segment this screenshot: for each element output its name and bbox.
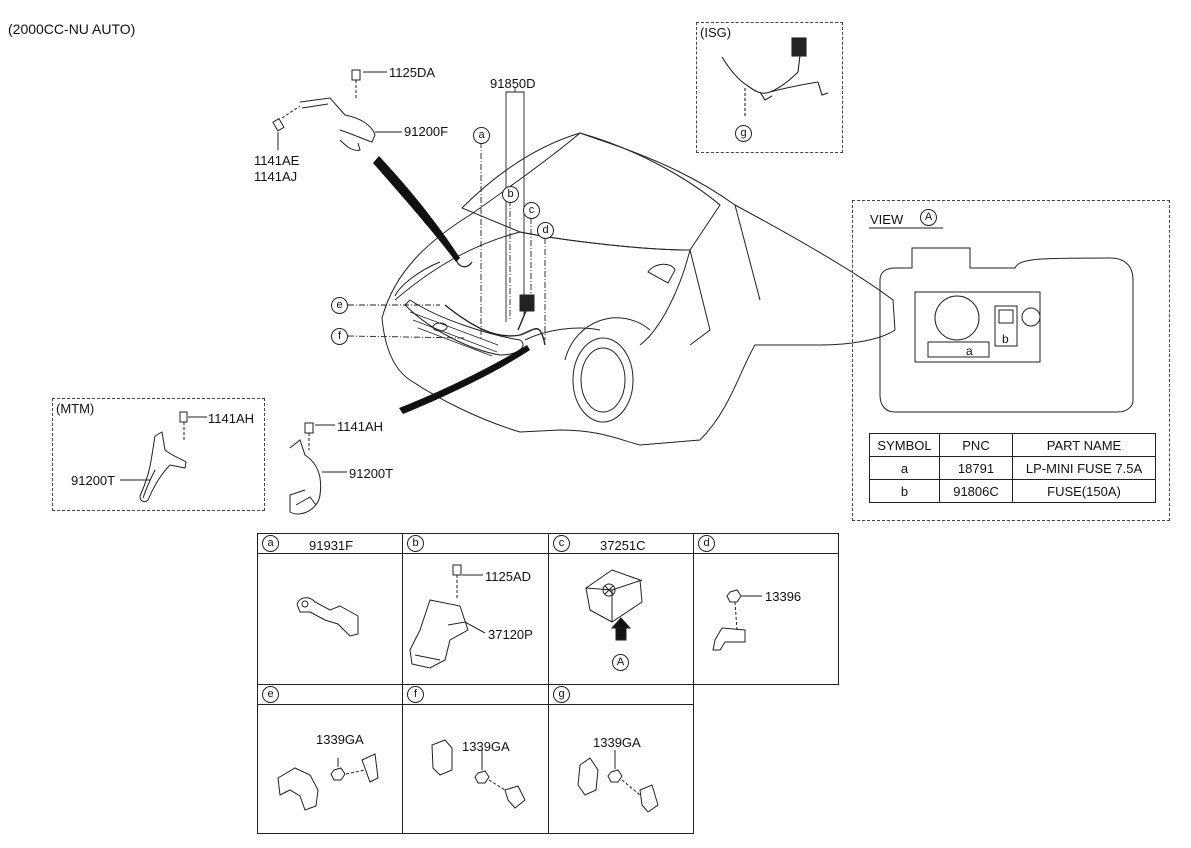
table-cell: 18791 — [939, 456, 1013, 480]
cell-b-callout-37120p: 37120P — [488, 627, 533, 642]
part-e-clip — [277, 767, 319, 811]
cell-c-title: 37251C — [600, 538, 646, 553]
cell-a-title: 91931F — [309, 538, 354, 553]
callout-91200f: 91200F — [404, 124, 449, 139]
fuse-a-circle — [934, 295, 980, 341]
detail-cell-g — [548, 684, 694, 834]
part-f-clip — [431, 739, 453, 776]
fuse-a-slot — [927, 341, 990, 358]
cell-f-callout-1339ga: 1339GA — [462, 739, 510, 754]
part-37120p-bracket — [409, 599, 469, 669]
table-row: b 91806C FUSE(150A) — [869, 479, 1156, 503]
table-header-row: SYMBOL PNC PART NAME — [869, 433, 1156, 457]
mtm-callout-91200t: 91200T — [71, 473, 116, 488]
callout-1141ah: 1141AH — [337, 419, 384, 434]
cell-e-letter: e — [262, 686, 279, 703]
pointer-band-bottom — [399, 345, 530, 414]
callout-91850d: 91850D — [490, 76, 536, 91]
letter-e-marker: e — [331, 297, 348, 314]
part-91931f — [296, 597, 359, 637]
table-cell: LP-MINI FUSE 7.5A — [1012, 456, 1156, 480]
fuse-panel — [914, 291, 1041, 363]
cell-e-callout-1339ga: 1339GA — [316, 732, 364, 747]
cell-g-callout-1339ga: 1339GA — [593, 735, 641, 750]
table-header: SYMBOL — [869, 433, 940, 457]
table-cell: FUSE(150A) — [1012, 479, 1156, 503]
table-row: a 18791 LP-MINI FUSE 7.5A — [869, 456, 1156, 480]
callout-1125da: 1125DA — [389, 65, 436, 80]
cell-f-letter: f — [407, 686, 424, 703]
car-grille — [404, 299, 524, 356]
cable-91200t-main — [289, 439, 322, 515]
cell-c-marker-a: A — [612, 654, 629, 671]
part-13396-bracket — [712, 627, 746, 651]
car-body-outline — [381, 132, 896, 446]
isg-letter-g: g — [735, 125, 752, 142]
mtm-title: (MTM) — [56, 401, 95, 416]
main-harness — [444, 304, 546, 346]
callout-1141aj: 1141AJ — [254, 169, 298, 184]
cable-91200f — [299, 97, 376, 143]
isg-title: (ISG) — [700, 25, 732, 40]
letter-a-marker: a — [473, 127, 490, 144]
mtm-callout-1141ah: 1141AH — [208, 411, 255, 426]
mtm-box — [52, 398, 265, 511]
symbol-table: SYMBOL PNC PART NAME a 18791 LP-MINI FUS… — [869, 433, 1156, 503]
part-37251c-fuse-box — [585, 569, 643, 623]
table-cell: 91806C — [939, 479, 1013, 503]
part-g-clip — [577, 757, 599, 796]
fuse-b-body — [994, 305, 1018, 347]
car-hood-line — [394, 231, 691, 346]
fuse-box-outline — [879, 247, 1134, 413]
table-header: PART NAME — [1012, 433, 1156, 457]
cell-d-letter: d — [698, 535, 715, 552]
isg-box — [696, 22, 843, 153]
fuse-a-label: a — [966, 344, 973, 358]
cell-c-letter: c — [553, 535, 570, 552]
letter-d-marker: d — [537, 222, 554, 239]
variant-label: (2000CC-NU AUTO) — [8, 21, 136, 37]
pointer-band-top — [373, 156, 460, 262]
letter-c-marker: c — [523, 202, 540, 219]
view-marker-a: A — [920, 209, 937, 226]
fuse-b-label: b — [1002, 332, 1009, 346]
letter-f-marker: f — [331, 328, 348, 345]
cell-b-letter: b — [407, 535, 424, 552]
cell-d-callout-13396: 13396 — [765, 589, 802, 604]
fuse-box-on-car — [519, 294, 535, 312]
side-mirror — [647, 263, 676, 284]
front-wheel — [572, 337, 634, 423]
detail-cell-d — [693, 533, 839, 685]
kia-badge — [432, 322, 448, 332]
callout-1141ae: 1141AE — [254, 153, 300, 168]
callout-91200t: 91200T — [349, 466, 394, 481]
view-label: VIEW — [870, 212, 904, 227]
cell-a-letter: a — [262, 535, 279, 552]
view-a-box — [852, 200, 1170, 521]
letter-b-marker: b — [502, 186, 519, 203]
cell-g-letter: g — [553, 686, 570, 703]
cell-b-callout-1125ad: 1125AD — [485, 569, 532, 584]
